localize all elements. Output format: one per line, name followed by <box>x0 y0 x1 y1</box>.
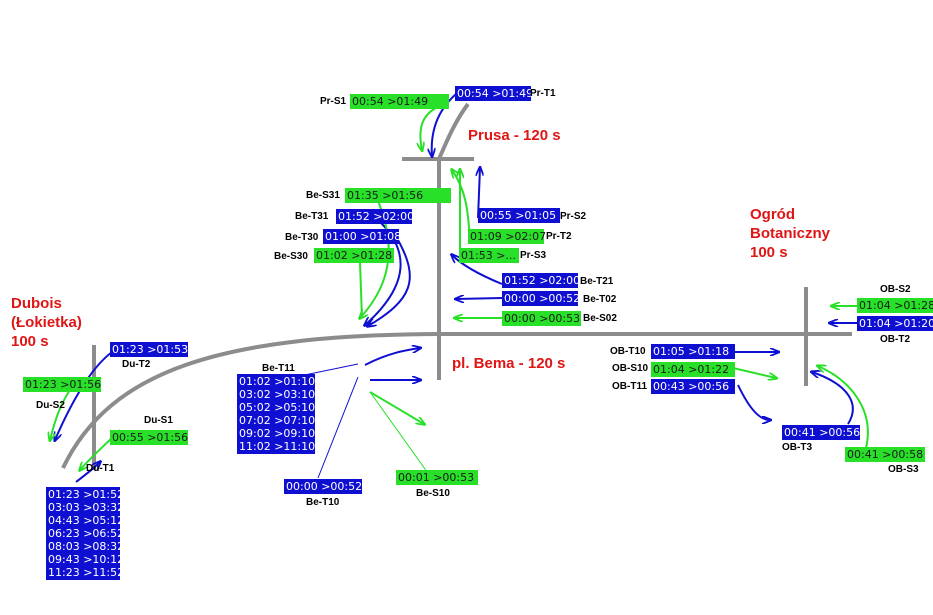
time-ob-t2: 01:04 >01:20 <box>857 316 933 331</box>
arrow-ob-t11 <box>737 384 770 420</box>
label-pr-t1: Pr-T1 <box>530 88 556 99</box>
label-be-s31: Be-S31 <box>306 190 340 201</box>
label-pr-s2: Pr-S2 <box>560 211 587 222</box>
arrow-ob-s3 <box>818 366 869 449</box>
stop-name-dubois: Dubois (Łokietka) 100 s <box>11 294 82 351</box>
time-du-t1-row: 06:23 >06:52 <box>48 527 125 540</box>
time-pr-t2: 01:09 >02:07 <box>468 229 547 244</box>
label-pr-s1: Pr-S1 <box>320 96 347 107</box>
stop-name-ogrod-line3: 100 s <box>750 244 788 261</box>
arrow-be-s10-line <box>369 391 431 477</box>
label-ob-t10: OB-T10 <box>610 346 646 357</box>
stop-name-ogrod: Ogród Botaniczny 100 s <box>750 205 830 262</box>
time-be-t11: 01:02 >01:10 03:02 >03:10 05:02 >05:10 0… <box>237 374 315 454</box>
time-du-t1-row: 11:23 >11:52 <box>48 566 125 579</box>
arrow-be-t02 <box>456 298 503 299</box>
arrow-ob-t3 <box>812 372 854 425</box>
time-ob-t3: 00:41 >00:56 <box>782 425 861 440</box>
label-ob-t11: OB-T11 <box>612 381 648 392</box>
time-be-t11-row: 03:02 >03:10 <box>239 388 316 401</box>
label-be-s30: Be-S30 <box>274 251 308 262</box>
time-pr-s3: 01:53 >... <box>459 248 519 263</box>
arrow-be-t11 <box>364 348 420 366</box>
time-du-t1-row: 03:03 >03:32 <box>48 501 125 514</box>
label-pr-t2: Pr-T2 <box>546 231 572 242</box>
arrow-be-t30 <box>368 239 411 326</box>
time-be-s30: 01:02 >01:28 <box>314 248 394 263</box>
time-pr-s2: 00:55 >01:05 <box>478 208 560 223</box>
stop-name-bema: pl. Bema - 120 s <box>452 355 566 372</box>
time-be-t21: 01:52 >02:00 <box>502 273 581 288</box>
time-be-t10: 00:00 >00:52 <box>284 479 363 494</box>
label-be-t31: Be-T31 <box>295 211 329 222</box>
time-be-t11-row: 09:02 >09:10 <box>239 427 316 440</box>
label-be-t30: Be-T30 <box>285 232 319 243</box>
time-be-t11-row: 05:02 >05:10 <box>239 401 316 414</box>
time-be-s10: 00:01 >00:53 <box>396 470 478 485</box>
stop-name-prusa: Prusa - 120 s <box>468 127 561 144</box>
arrow-pr-t1 <box>432 93 457 156</box>
time-ob-s2: 01:04 >01:28 <box>857 298 933 313</box>
time-ob-t10: 01:05 >01:18 <box>651 344 735 359</box>
prusa-curve <box>437 102 470 160</box>
label-be-t21: Be-T21 <box>580 276 614 287</box>
label-du-s1: Du-S1 <box>144 415 173 426</box>
stop-name-dubois-line2: (Łokietka) <box>11 314 82 331</box>
stop-name-ogrod-line1: Ogród <box>750 206 795 223</box>
label-be-t11: Be-T11 <box>262 363 295 374</box>
label-be-s10: Be-S10 <box>416 488 450 499</box>
arrow-du-t2 <box>55 351 113 440</box>
arrow-be-s10 <box>369 391 424 424</box>
stop-name-dubois-line3: 100 s <box>11 333 49 350</box>
label-ob-t3: OB-T3 <box>782 442 812 453</box>
time-du-t2: 01:23 >01:53 <box>110 342 189 357</box>
time-du-t1-row: 01:23 >01:52 <box>48 488 125 501</box>
label-ob-t2: OB-T2 <box>880 334 910 345</box>
time-be-t02: 00:00 >00:52 <box>502 291 581 306</box>
time-du-t1: 01:23 >01:52 03:03 >03:32 04:43 >05:12 0… <box>46 487 125 580</box>
time-pr-t1: 00:54 >01:49 <box>455 86 534 101</box>
time-du-s2: 01:23 >01:56 <box>23 377 102 392</box>
label-du-t1: Du-T1 <box>86 463 115 474</box>
arrow-be-s30 <box>359 261 363 319</box>
time-pr-s1: 00:54 >01:49 <box>350 94 449 109</box>
time-be-t30: 01:00 >01:08 <box>323 229 402 244</box>
label-ob-s3: OB-S3 <box>888 464 919 475</box>
arrow-be-t21 <box>452 255 503 285</box>
time-be-t11-row: 07:02 >07:10 <box>239 414 316 427</box>
arrow-du-t1 <box>75 462 100 483</box>
tram-arrows <box>55 93 857 483</box>
stop-name-ogrod-line2: Botaniczny <box>750 225 831 242</box>
time-ob-s3: 00:41 >00:58 <box>845 447 925 462</box>
time-du-t1-row: 09:43 >10:12 <box>48 553 125 566</box>
time-be-t31: 01:52 >02:00 <box>336 209 415 224</box>
stop-name-dubois-line1: Dubois <box>11 295 62 312</box>
arrow-ob-s10 <box>732 367 776 378</box>
time-du-s1: 00:55 >01:56 <box>110 430 189 445</box>
label-ob-s2: OB-S2 <box>880 284 911 295</box>
time-be-s02: 00:00 >00:53 <box>502 311 581 326</box>
label-be-t10: Be-T10 <box>306 497 340 508</box>
time-ob-s10: 01:04 >01:22 <box>651 362 735 377</box>
arrow-du-s2 <box>50 389 71 440</box>
label-be-s02: Be-S02 <box>583 313 617 324</box>
time-be-s31: 01:35 >01:56 <box>345 188 451 203</box>
label-pr-s3: Pr-S3 <box>520 250 547 261</box>
main-street <box>61 332 852 469</box>
time-ob-t11: 00:43 >00:56 <box>651 379 735 394</box>
roads <box>61 102 852 470</box>
label-ob-s10: OB-S10 <box>612 363 649 374</box>
time-du-t1-row: 04:43 >05:12 <box>48 514 125 527</box>
time-be-t11-row: 11:02 >11:10 <box>239 440 316 453</box>
label-be-t02: Be-T02 <box>583 294 617 305</box>
label-du-t2: Du-T2 <box>122 359 151 370</box>
time-be-t11-row: 01:02 >01:10 <box>239 375 316 388</box>
label-du-s2: Du-S2 <box>36 400 65 411</box>
arrow-be-t10-line <box>317 376 359 479</box>
time-du-t1-row: 08:03 >08:32 <box>48 540 125 553</box>
